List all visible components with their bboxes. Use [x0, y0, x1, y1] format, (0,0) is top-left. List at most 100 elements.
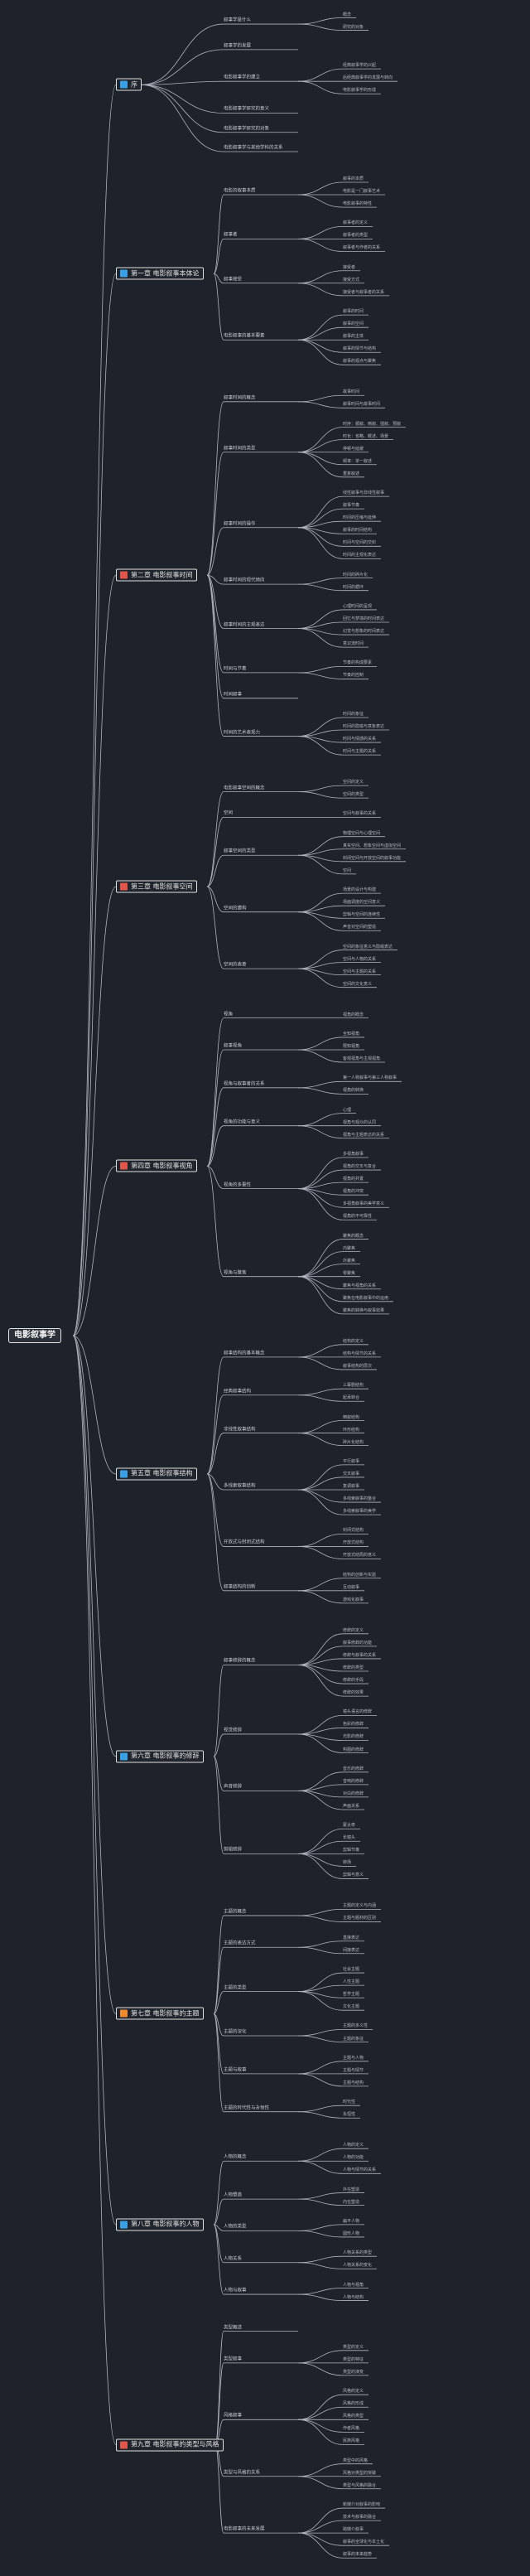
- leaf-node[interactable]: 倒叙结构: [343, 1414, 360, 1420]
- leaf-node[interactable]: 人物与情节的关系: [343, 2168, 377, 2173]
- branch-node[interactable]: 类型叙事: [224, 2356, 243, 2362]
- leaf-node[interactable]: 剪辑节奏: [343, 1848, 360, 1853]
- leaf-node[interactable]: 碎片化结构: [343, 1439, 364, 1445]
- leaf-node[interactable]: 视角的不可靠性: [343, 1214, 373, 1220]
- leaf-node[interactable]: 聚焦在电影叙事中的运用: [343, 1295, 389, 1301]
- branch-node[interactable]: 电影的叙事本质: [224, 188, 256, 194]
- branch-node[interactable]: 空间的建构: [224, 906, 247, 911]
- section-node[interactable]: 第五章 电影叙事结构: [116, 1467, 197, 1481]
- leaf-node[interactable]: 空间: [343, 868, 352, 873]
- root-node[interactable]: 电影叙事学: [8, 1328, 61, 1343]
- leaf-node[interactable]: 时间的主观化表达: [343, 553, 377, 558]
- branch-node[interactable]: 视角与叙事者的关系: [224, 1081, 265, 1087]
- leaf-node[interactable]: 外聚焦: [343, 1258, 356, 1264]
- leaf-node[interactable]: 主题的象征: [343, 2036, 364, 2042]
- leaf-node[interactable]: 空间与人物的关系: [343, 956, 377, 962]
- leaf-node[interactable]: 多视角叙事: [343, 1152, 364, 1157]
- leaf-node[interactable]: 三幕剧结构: [343, 1383, 364, 1389]
- leaf-node[interactable]: 声画关系: [343, 1803, 360, 1809]
- leaf-node[interactable]: 接受者: [343, 264, 356, 270]
- leaf-node[interactable]: 多视角叙事的美学意义: [343, 1201, 385, 1207]
- leaf-node[interactable]: 停顿与延缓: [343, 446, 364, 452]
- leaf-node[interactable]: 内聚焦: [343, 1245, 356, 1251]
- leaf-node[interactable]: 叙事修辞的功能: [343, 1640, 373, 1646]
- leaf-node[interactable]: 起承转合: [343, 1395, 360, 1401]
- leaf-node[interactable]: 永恒性: [343, 2112, 356, 2118]
- branch-node[interactable]: 叙事时间的概念: [224, 395, 256, 401]
- section-node[interactable]: 第七章 电影叙事的主题: [116, 2007, 204, 2020]
- branch-node[interactable]: 视角的多重性: [224, 1182, 252, 1188]
- leaf-node[interactable]: 人性主题: [343, 1979, 360, 1985]
- leaf-node[interactable]: 空间的象征意义与隐喻表达: [343, 944, 393, 950]
- branch-node[interactable]: 时间的艺术表现力: [224, 730, 261, 736]
- branch-node[interactable]: 主题的类型: [224, 1985, 247, 1991]
- branch-node[interactable]: 电影叙事学研究的意义: [224, 106, 270, 112]
- branch-node[interactable]: 主题与叙事: [224, 2067, 247, 2073]
- section-node[interactable]: 序: [116, 78, 142, 91]
- leaf-node[interactable]: 游戏化叙事: [343, 1597, 364, 1602]
- leaf-node[interactable]: 平行叙事: [343, 1458, 360, 1464]
- branch-node[interactable]: 人物的概念: [224, 2154, 247, 2160]
- branch-node[interactable]: 电影叙事学与其他学科的关系: [224, 145, 283, 151]
- leaf-node[interactable]: 时长：省略、概述、场景: [343, 433, 389, 439]
- leaf-node[interactable]: 人物与结构: [343, 2294, 364, 2300]
- leaf-node[interactable]: 聚焦的转换与叙事效果: [343, 1307, 385, 1313]
- leaf-node[interactable]: 电影叙事学的形成: [343, 88, 377, 94]
- leaf-node[interactable]: 类型中的风格: [343, 2458, 369, 2463]
- leaf-node[interactable]: 作者风格: [343, 2426, 360, 2432]
- leaf-node[interactable]: 电影是一门叙事艺术: [343, 189, 381, 195]
- leaf-node[interactable]: 复调叙事: [343, 1484, 360, 1489]
- leaf-node[interactable]: 结构的定义: [343, 1338, 364, 1344]
- leaf-node[interactable]: 剪辑与意义: [343, 1873, 364, 1878]
- leaf-node[interactable]: 叙事的时间结构: [343, 528, 373, 534]
- branch-node[interactable]: 人物的类型: [224, 2224, 247, 2230]
- branch-node[interactable]: 电影叙事的基本要素: [224, 333, 265, 339]
- leaf-node[interactable]: 视角的转换: [343, 1088, 364, 1094]
- branch-node[interactable]: 电影叙事学的建立: [224, 75, 261, 80]
- branch-node[interactable]: 多线索叙事结构: [224, 1483, 256, 1489]
- leaf-node[interactable]: 空间的文化意义: [343, 981, 373, 987]
- leaf-node[interactable]: 意识流时间: [343, 641, 364, 647]
- leaf-node[interactable]: 时间与情感的关系: [343, 737, 377, 742]
- leaf-node[interactable]: 民族风格: [343, 2438, 360, 2444]
- leaf-node[interactable]: 聚焦与视角的关系: [343, 1283, 377, 1288]
- branch-node[interactable]: 叙事学是什么: [224, 17, 252, 23]
- branch-node[interactable]: 主题的时代性与永恒性: [224, 2105, 270, 2111]
- section-node[interactable]: 第三章 电影叙事空间: [116, 880, 197, 893]
- leaf-node[interactable]: 心理: [343, 1107, 352, 1113]
- branch-node[interactable]: 视角: [224, 1012, 234, 1017]
- leaf-node[interactable]: 叙事的空间: [343, 321, 364, 327]
- leaf-node[interactable]: 修辞的效果: [343, 1690, 364, 1696]
- leaf-node[interactable]: 开放式结构: [343, 1540, 364, 1546]
- branch-node[interactable]: 开放式与封闭式结构: [224, 1539, 265, 1545]
- leaf-node[interactable]: 风格的定义: [343, 2389, 364, 2395]
- leaf-node[interactable]: 后经典叙事学的发展与转向: [343, 75, 393, 81]
- leaf-node[interactable]: 叙事的情节与结构: [343, 346, 377, 352]
- leaf-node[interactable]: 节奏的构成要素: [343, 660, 373, 666]
- leaf-node[interactable]: 时间的碎片化: [343, 572, 369, 578]
- leaf-node[interactable]: 视角与主题表达的关系: [343, 1132, 385, 1138]
- leaf-node[interactable]: 类型的演变: [343, 2369, 364, 2375]
- leaf-node[interactable]: 结构的创新与实验: [343, 1572, 377, 1578]
- branch-node[interactable]: 人物与叙事: [224, 2288, 247, 2293]
- section-node[interactable]: 第四章 电影叙事视角: [116, 1159, 197, 1172]
- leaf-node[interactable]: 互动叙事: [343, 1584, 360, 1590]
- branch-node[interactable]: 类型与风格的关系: [224, 2470, 261, 2476]
- leaf-node[interactable]: 叙事的时间: [343, 309, 364, 315]
- leaf-node[interactable]: 文化主题: [343, 2004, 360, 2010]
- branch-node[interactable]: 叙事接受: [224, 277, 243, 283]
- branch-node[interactable]: 非线性叙事结构: [224, 1427, 256, 1433]
- leaf-node[interactable]: 空间与主题的关系: [343, 969, 377, 974]
- leaf-node[interactable]: 修辞的手段: [343, 1678, 364, 1684]
- leaf-node[interactable]: 跨媒介叙事: [343, 2527, 364, 2533]
- branch-node[interactable]: 经典叙事结构: [224, 1389, 252, 1394]
- leaf-node[interactable]: 间接表达: [343, 1947, 360, 1953]
- leaf-node[interactable]: 叙事者与作者的关系: [343, 245, 381, 251]
- leaf-node[interactable]: 哲学主题: [343, 1992, 360, 1998]
- section-node[interactable]: 第二章 电影叙事时间: [116, 568, 197, 582]
- branch-node[interactable]: 叙事时间的操作: [224, 521, 256, 527]
- branch-node[interactable]: 电影叙事空间的概念: [224, 785, 265, 791]
- branch-node[interactable]: 叙事时间的类型: [224, 446, 256, 452]
- leaf-node[interactable]: 全知视角: [343, 1031, 360, 1037]
- leaf-node[interactable]: 节奏的控制: [343, 673, 364, 679]
